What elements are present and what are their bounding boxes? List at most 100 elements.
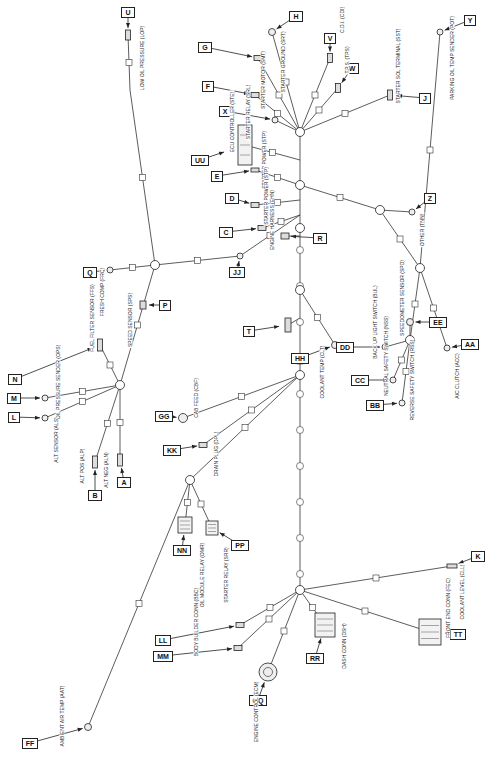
junction-circle <box>296 128 305 137</box>
wire <box>155 215 300 265</box>
wire-tag <box>130 265 136 271</box>
wire <box>240 590 300 625</box>
plug-connector <box>388 90 393 100</box>
round-connector <box>42 395 48 401</box>
wire <box>272 32 300 132</box>
connector-name: LOW OIL PRESSURE (LOP) <box>140 25 145 91</box>
plug-connector <box>199 443 207 448</box>
splice-bead <box>297 319 304 326</box>
wire-tag <box>105 421 111 427</box>
wire-tag <box>315 315 321 321</box>
callout-letter: R <box>317 235 322 242</box>
junction-circle <box>296 181 305 190</box>
wire-tag <box>80 389 86 395</box>
connector-name: SPEED SENSOR (SPS) <box>128 292 133 348</box>
wire <box>300 566 452 590</box>
callout-letter: UU <box>195 157 205 164</box>
callout-box: B <box>88 490 101 501</box>
wire <box>410 268 420 340</box>
callout-letter: DD <box>340 344 350 351</box>
pin-row <box>180 525 190 526</box>
callout-letter: H <box>293 13 298 20</box>
wire <box>268 590 300 672</box>
wire-tag <box>275 111 281 117</box>
junction-circle <box>296 586 305 595</box>
plug-connector <box>251 93 259 98</box>
connector-name: COOLANT TEMP (CLT) <box>320 345 325 400</box>
leader-arrowhead <box>149 303 154 307</box>
wire-tag <box>135 322 141 328</box>
callout-box: P <box>159 300 172 311</box>
leader-arrowhead <box>229 625 234 629</box>
callout-box: HH <box>291 353 309 364</box>
wire-tag <box>316 107 322 113</box>
wire-tag <box>397 236 403 242</box>
connector-name: DRAIN PLUG (DPL) <box>214 430 219 477</box>
callout-letter: W <box>349 65 356 72</box>
module-connector <box>315 613 335 637</box>
callout-box: L <box>8 412 20 423</box>
wire-tag <box>399 357 405 363</box>
callout-box: EE <box>429 317 446 328</box>
plug-connector <box>336 84 341 93</box>
callout-box: Q <box>83 267 96 278</box>
pin-row <box>317 625 333 626</box>
splice-bead <box>297 535 304 542</box>
connector-name: FRONT END CONN (FEC) <box>446 577 451 639</box>
connector-face <box>264 668 273 677</box>
round-connector <box>42 415 48 421</box>
pin-row <box>317 631 333 632</box>
leader-arrowhead <box>392 402 397 406</box>
callout-box: F <box>202 81 214 92</box>
plug-connector <box>236 623 244 628</box>
callout-letter: P <box>163 302 168 309</box>
callout-box: C <box>219 227 232 238</box>
callout-letter: L <box>12 414 16 421</box>
callout-letter: Z <box>428 195 432 202</box>
leader-arrowhead <box>265 116 270 120</box>
pin-row <box>317 619 333 620</box>
wire-tag <box>310 605 316 611</box>
callout-letter: T <box>247 328 251 335</box>
connector-name: SPEEDOMETER SENSOR (SPD) <box>400 259 405 337</box>
callout-box: Y <box>464 15 477 26</box>
pin-row <box>421 632 439 633</box>
callout-box: LL <box>155 635 172 646</box>
wire-tag <box>239 394 245 400</box>
callout-box: K <box>471 551 484 562</box>
callout-box: DD <box>336 342 354 353</box>
leader-arrowhead <box>181 535 185 540</box>
wire-tag <box>281 628 287 634</box>
wire <box>110 265 155 270</box>
splice-bead <box>297 247 304 254</box>
callout-box: M <box>7 393 21 404</box>
round-connector <box>399 400 405 406</box>
leader-arrowhead <box>452 344 457 348</box>
wire-tag <box>267 605 273 611</box>
wire-tag <box>342 111 348 117</box>
wire <box>300 290 335 345</box>
callout-box: FF <box>22 738 39 749</box>
connector-name: FUEL FILTER SENSOR (FFS) <box>90 283 95 353</box>
callout-letter: MM <box>157 653 169 660</box>
junction-circle <box>296 371 305 380</box>
wire-tag <box>337 195 343 201</box>
callout-letter: U <box>125 9 130 16</box>
plug-connector <box>447 564 457 568</box>
callout-box: UU <box>191 155 209 166</box>
leader-arrowhead <box>247 54 252 58</box>
junction-circle <box>376 206 385 215</box>
connector-name: OIL MODULE RELAY (OMR) <box>200 542 205 608</box>
connector-name: C.D.I. (CDI) <box>340 6 345 34</box>
plug-connector <box>126 30 131 40</box>
round-connector <box>259 663 277 681</box>
connector-name: A/C CLUTCH (ACC) <box>455 352 460 399</box>
module-connector <box>206 521 218 535</box>
leader-arrowhead <box>277 25 282 29</box>
wire <box>190 375 300 480</box>
callout-letter: LL <box>159 637 168 644</box>
connector-name: COOLANT LEVEL (CLL) <box>460 564 465 621</box>
splice-bead <box>297 427 304 434</box>
wire-tag <box>431 305 437 311</box>
callout-letter: B <box>92 492 97 499</box>
